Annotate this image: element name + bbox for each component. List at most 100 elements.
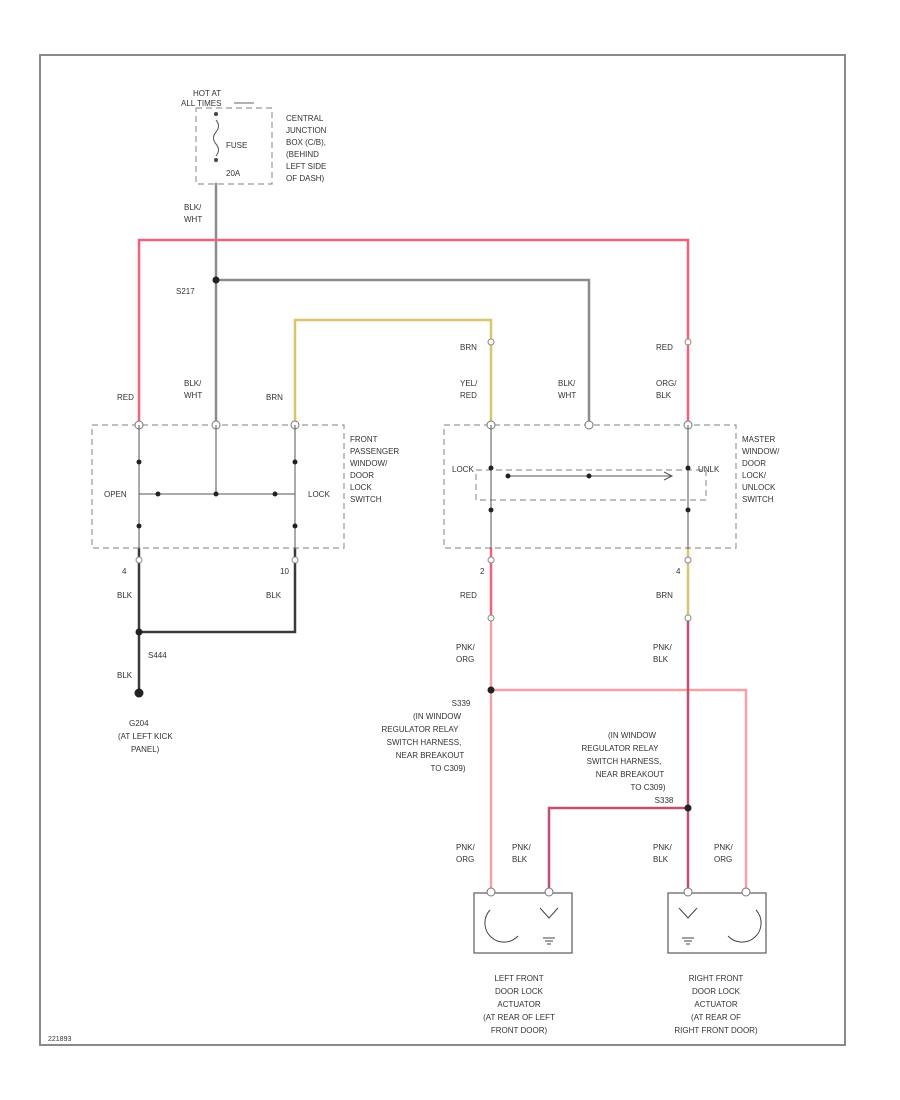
wire-blk-ground-return (137, 547, 297, 634)
wire-red-loop (137, 238, 690, 424)
connector-marker-5 (487, 614, 495, 622)
msw-pin-bottom-right: 4 (676, 567, 681, 576)
label-org-blk-2: BLK (656, 391, 672, 400)
psw-contact-2 (292, 459, 298, 465)
wire-labels: BLK/ WHT RED BLK/ WHT BRN BRN RED YEL/ R… (117, 203, 733, 864)
s338-line-5: TO C309) (631, 783, 666, 792)
label-yel-red-1: YEL/ (460, 379, 478, 388)
psw-contact-3 (155, 491, 161, 497)
psw-contact-1 (136, 459, 142, 465)
right-actuator-line-3: ACTUATOR (694, 1000, 737, 1009)
msw-unlock-label: UNLK (698, 465, 720, 474)
psw-contact-4 (213, 491, 219, 497)
label-pnk-blk-a-1: PNK/ (512, 843, 531, 852)
label-pnk-org-b-1: PNK/ (456, 843, 475, 852)
connector-marker-6 (684, 614, 692, 622)
connector-marker-3 (487, 556, 495, 564)
right-actuator-terminal-2 (741, 887, 751, 897)
s338-line-6: S338 (655, 796, 674, 805)
label-blk-wht-msw-1: BLK/ (558, 379, 576, 388)
wire-brn-yel (293, 318, 493, 424)
msw-contact-6 (685, 507, 691, 513)
msw-title-line-3: DOOR (742, 459, 766, 468)
label-pnk-blk-b-1: PNK/ (653, 843, 672, 852)
psw-title-line-4: DOOR (350, 471, 374, 480)
junction-box-line-1: CENTRAL (286, 114, 324, 123)
s339-line-6: TO C309) (431, 764, 466, 773)
label-blk-b: BLK (266, 591, 282, 600)
psw-title-line-6: SWITCH (350, 495, 382, 504)
fuse-label: FUSE (226, 141, 247, 150)
msw-lock-label: LOCK (452, 465, 474, 474)
left-front-actuator: LEFT FRONT DOOR LOCK ACTUATOR (AT REAR O… (473, 887, 573, 1035)
label-brn-psw: BRN (266, 393, 283, 402)
msw-contact-4 (586, 473, 592, 479)
s338-line-4: NEAR BREAKOUT (596, 770, 665, 779)
left-actuator-line-1: LEFT FRONT (494, 974, 543, 983)
label-red-left: RED (117, 393, 134, 402)
junction-box-line-2: JUNCTION (286, 126, 327, 135)
junction-box-line-5: LEFT SIDE (286, 162, 326, 171)
hot-at-label: HOT AT (193, 89, 221, 98)
junction-box-outline (195, 107, 273, 185)
psw-contact-5 (272, 491, 278, 497)
ground-icon (134, 688, 144, 698)
s339-line-1: S339 (452, 699, 471, 708)
msw-contact-1 (488, 465, 494, 471)
connector-marker-7 (487, 338, 495, 346)
s339-line-4: SWITCH HARNESS, (387, 738, 462, 747)
msw-contact-5 (488, 507, 494, 513)
label-pnk-org-a-2: ORG (456, 655, 474, 664)
splice-s217 (212, 276, 220, 284)
junction-box-line-4: (BEHIND (286, 150, 319, 159)
right-actuator-ground-icon (682, 937, 694, 945)
left-actuator-box (473, 892, 573, 954)
psw-lock-label: LOCK (308, 490, 330, 499)
right-actuator-line-2: DOOR LOCK (692, 987, 741, 996)
master-switch-inner-outline (475, 469, 707, 501)
left-actuator-ground-icon (543, 937, 555, 945)
label-blk-g: BLK (117, 671, 133, 680)
left-actuator-line-3: ACTUATOR (497, 1000, 540, 1009)
msw-title-line-1: MASTER (742, 435, 776, 444)
ground-id: G204 (129, 719, 149, 728)
master-switch-outline (443, 424, 737, 549)
s338-line-2: REGULATOR RELAY (582, 744, 660, 753)
label-blk-wht-msw-2: WHT (558, 391, 576, 400)
msw-title-line-6: SWITCH (742, 495, 774, 504)
label-pnk-blk-c-2: BLK (653, 655, 669, 664)
msw-contact-2 (685, 465, 691, 471)
label-pnk-org-c-2: ORG (714, 855, 732, 864)
right-actuator-line-1: RIGHT FRONT (689, 974, 744, 983)
msw-title-line-4: LOCK/ (742, 471, 767, 480)
msw-title-line-2: WINDOW/ (742, 447, 780, 456)
label-blk-a: BLK (117, 591, 133, 600)
label-blk-wht-top-1: BLK/ (184, 203, 202, 212)
ground-line-1: (AT LEFT KICK (118, 732, 173, 741)
right-actuator-arrow-icon (678, 907, 698, 919)
master-switch: LOCK UNLK 2 4 MASTER WINDOW/ DOOR LOCK/ … (443, 420, 780, 576)
left-actuator-line-5: FRONT DOOR) (491, 1026, 548, 1035)
right-actuator-line-4: (AT REAR OF (691, 1013, 741, 1022)
psw-open-label: OPEN (104, 490, 127, 499)
label-red-mid: RED (460, 591, 477, 600)
connector-marker-4 (684, 556, 692, 564)
left-actuator-terminal-1 (486, 887, 496, 897)
s217-label: S217 (176, 287, 195, 296)
s339-line-2: (IN WINDOW (413, 712, 461, 721)
label-brn-mid: BRN (656, 591, 673, 600)
splice-s339-note: S339 (IN WINDOW REGULATOR RELAY SWITCH H… (382, 699, 471, 773)
right-actuator-box (667, 892, 767, 954)
connector-marker-1 (135, 556, 143, 564)
psw-contact-6 (136, 523, 142, 529)
label-pnk-org-b-2: ORG (456, 855, 474, 864)
left-actuator-line-4: (AT REAR OF LEFT (483, 1013, 555, 1022)
psw-title-line-5: LOCK (350, 483, 372, 492)
junction-box-line-6: OF DASH) (286, 174, 325, 183)
label-blk-wht-top-2: WHT (184, 215, 202, 224)
right-actuator-motor-icon (727, 909, 762, 943)
label-blk-wht-psw-2: WHT (184, 391, 202, 400)
right-actuator-terminal-1 (683, 887, 693, 897)
splice-s444 (135, 628, 143, 636)
